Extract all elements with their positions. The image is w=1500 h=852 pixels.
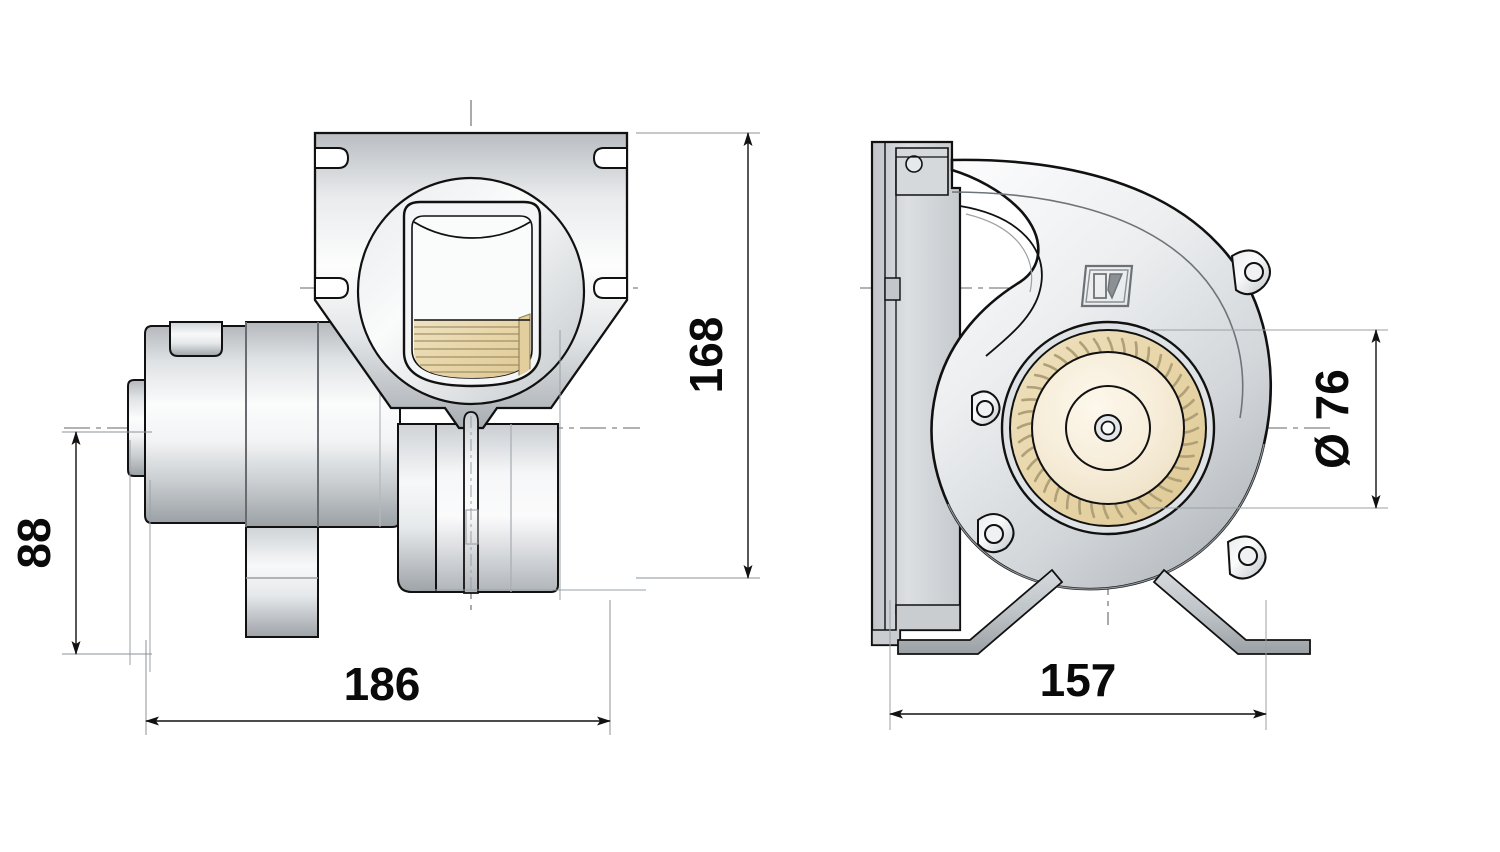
dim-157-label: 157 — [1040, 654, 1117, 706]
impeller-assembly — [1000, 320, 1216, 536]
terminal-box-plate — [895, 147, 949, 196]
dim-168-label: 168 — [680, 317, 732, 394]
mounting-slot-bottom-left — [314, 277, 350, 299]
shaft-keyway — [465, 509, 479, 545]
impeller-hub-circle — [1065, 385, 1151, 471]
dim-76-label: Ø 76 — [1306, 369, 1358, 469]
dim-168-ext-lines — [636, 132, 760, 579]
logo-v-stroke — [1107, 273, 1124, 300]
dim-186-label: 186 — [344, 658, 421, 710]
right-view-group: Ø 76 157 — [860, 140, 1388, 730]
mounting-slot-top-left — [314, 147, 350, 169]
scroll-inner-contour-upper — [951, 191, 1244, 419]
motor-terminal-box — [169, 321, 223, 357]
motor-rear-cap — [127, 379, 147, 477]
support-foot-right — [1152, 568, 1311, 655]
impeller-band-side-face — [518, 313, 531, 379]
left-view-extension-lines — [129, 330, 646, 672]
dim-88-label: 88 — [8, 517, 60, 568]
left-view-group: 168 88 186 — [8, 100, 760, 735]
mounting-bosses — [971, 249, 1271, 580]
mounting-hole-bottom-right — [1238, 546, 1258, 566]
dim-76-group: Ø 76 — [1306, 329, 1381, 509]
motor-body-mid — [245, 321, 319, 528]
mounting-hole-top-right — [1244, 262, 1264, 282]
mounting-slot-bottom-right — [592, 277, 628, 299]
impeller-band-lines — [414, 326, 530, 373]
scroll-cutwater-highlight — [965, 213, 1033, 293]
support-foot-left — [897, 568, 1064, 655]
shaft-hub-bore — [1100, 420, 1116, 436]
logo-left-bar — [1093, 273, 1107, 299]
dim-157-group: 157 — [889, 654, 1267, 719]
outlet-saddle-edge — [413, 221, 531, 239]
motor-mount-plate-group — [870, 140, 962, 647]
logo-outer-frame — [1080, 264, 1134, 308]
scroll-inlet-boss-edge — [357, 177, 585, 405]
scroll-barrel-end-ring — [397, 423, 437, 593]
support-feet-group — [897, 568, 1311, 655]
right-view-extension-lines — [889, 329, 1388, 730]
dim-88-group: 88 — [8, 431, 152, 655]
mount-plate-notch — [884, 277, 901, 301]
vetus-v-logo — [1080, 264, 1134, 308]
mounting-hole-bottom-left — [984, 524, 1004, 544]
mounting-hole-left — [976, 400, 994, 418]
shaft-pin-group — [463, 411, 479, 594]
scroll-rim-highlight — [947, 443, 1265, 590]
cable-gland-hole — [905, 155, 923, 173]
scroll-cutwater-tongue — [959, 205, 1043, 357]
logo-inner-frame — [1085, 269, 1129, 303]
mounting-slot-top-right — [592, 147, 628, 169]
dim-186-group: 186 — [145, 600, 611, 735]
impeller-edge-band-group — [414, 313, 531, 379]
motor-mounting-leg — [245, 526, 319, 638]
motor-body-rear — [144, 325, 247, 524]
dim-168-group: 168 — [636, 132, 760, 579]
outlet-throat-group — [402, 200, 542, 388]
